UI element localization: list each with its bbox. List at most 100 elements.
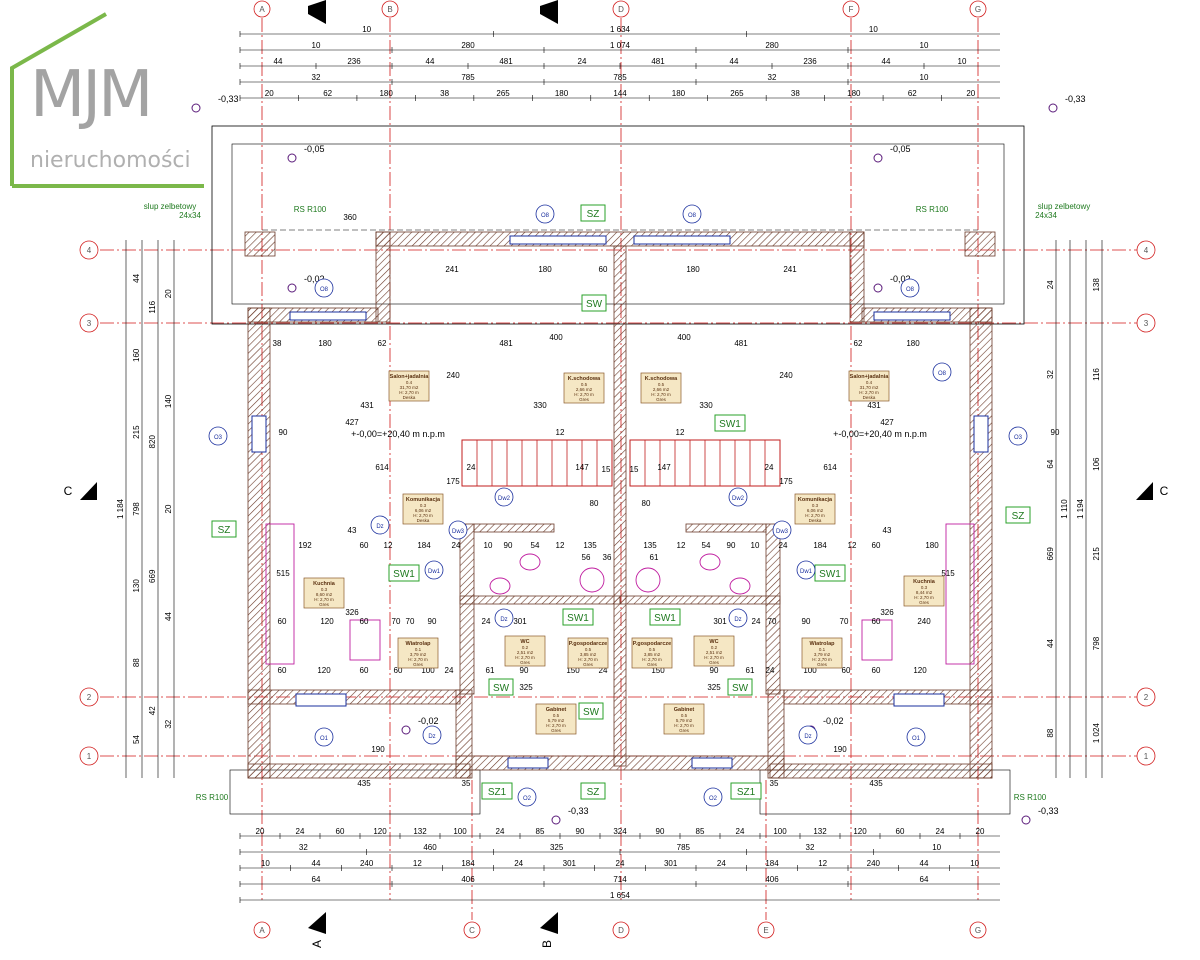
opening-marker	[424, 560, 444, 580]
room-floor: Gres	[656, 397, 667, 402]
room-area: 2,66 m2	[653, 387, 670, 392]
callout-label: SW1	[719, 419, 741, 430]
opening-marker	[906, 727, 926, 747]
dimension-value-inner: 12	[384, 541, 393, 550]
dimension-value-inner: 60	[872, 666, 881, 675]
dimension-value-inner: 326	[345, 608, 359, 617]
room-number: 0.3	[321, 587, 328, 592]
callout-box	[578, 702, 604, 720]
callout-box	[562, 608, 594, 626]
dimension-value: 184	[461, 859, 475, 868]
dimension-value-inner: 60	[394, 666, 403, 675]
opening-marker	[422, 725, 442, 745]
axis-label-left: 1	[87, 752, 92, 761]
dimension-value: 406	[461, 875, 475, 884]
dimension-value-inner: 180	[686, 265, 700, 274]
dimension-value: 44	[920, 859, 929, 868]
dimension-value-inner: 70	[392, 617, 401, 626]
room-number: 0.3	[420, 503, 427, 508]
dimension-value-inner: 60	[278, 617, 287, 626]
dimension-value: 265	[496, 89, 510, 98]
dimension-value: 140	[164, 394, 173, 408]
level-marker	[191, 103, 201, 113]
dimension-value-inner: 240	[917, 617, 931, 626]
dimension-value-inner: 330	[699, 401, 713, 410]
column-left	[244, 231, 276, 257]
dimension-value-inner: 35	[462, 779, 471, 788]
section-label-right: C	[1160, 484, 1169, 498]
section-arrow-left	[80, 482, 97, 500]
party-wall	[613, 245, 627, 767]
interior-wall-right	[765, 523, 781, 695]
dimension-value: 406	[765, 875, 779, 884]
dimension-value: 20	[265, 89, 274, 98]
room-name: Wiatrolap	[809, 641, 835, 647]
room-number: 0.5	[581, 382, 588, 387]
axis-bubble-bottom	[463, 921, 481, 939]
axis-label-top: A	[259, 5, 265, 14]
room-height: H: 2,70 m	[578, 657, 598, 662]
axis-bubble-right	[1136, 746, 1156, 766]
dimension-value: 785	[613, 73, 627, 82]
opening-code: Dw1	[428, 569, 441, 575]
dimension-value-inner: 360	[343, 213, 357, 222]
room-name: K.schodowa	[568, 376, 601, 382]
dimension-value-inner: 70	[406, 617, 415, 626]
dimension-value: 32	[299, 843, 308, 852]
toilet-right	[729, 577, 751, 595]
room-area: 31,70 m2	[860, 385, 879, 390]
room-label-box	[640, 372, 682, 404]
room-label-box	[563, 372, 605, 404]
opening-marker	[932, 362, 952, 382]
room-area: 2,51 m2	[517, 650, 534, 655]
window	[973, 415, 989, 453]
dimension-value-inner: 60	[599, 265, 608, 274]
room-area: 2,51 m2	[706, 650, 723, 655]
callout-box	[1005, 506, 1031, 524]
dimension-value: 88	[132, 658, 141, 667]
axis-label-left: 2	[87, 693, 92, 702]
dimension-value: 20	[256, 827, 265, 836]
dimension-value: 44	[132, 273, 141, 282]
room-area: 6,06 m2	[807, 508, 824, 513]
dimension-value-inner: 60	[872, 617, 881, 626]
axis-bubble-top	[381, 0, 399, 18]
axis-label-bottom: D	[618, 926, 624, 935]
dimension-value-inner: 60	[278, 666, 287, 675]
dimension-value: 20	[976, 827, 985, 836]
dimension-value: 85	[536, 827, 545, 836]
dimension-value: 64	[312, 875, 321, 884]
dimension-value: 20	[164, 289, 173, 298]
room-height: H: 2,70 m	[413, 513, 433, 518]
callout-box	[580, 204, 606, 222]
dimension-value: 180	[847, 89, 861, 98]
dimension-value: 184	[765, 859, 779, 868]
dimension-value-inner: 12	[676, 428, 685, 437]
room-name: P.gospodarcze	[633, 641, 671, 647]
dimension-value: 24	[578, 57, 587, 66]
room-number: 0.4	[406, 380, 413, 385]
interior-wall-left	[459, 523, 475, 695]
dimension-value: 820	[148, 435, 157, 449]
opening-marker	[798, 725, 818, 745]
dimension-value: 180	[379, 89, 393, 98]
room-floor: Deska	[809, 518, 822, 523]
room-label-box	[397, 637, 439, 669]
dimension-value-inner: 190	[833, 745, 847, 754]
axis-bubble-top	[842, 0, 860, 18]
dimension-value: 106	[1092, 457, 1101, 471]
room-height: H: 2,70 m	[408, 657, 428, 662]
dimension-value-inner: 325	[519, 683, 533, 692]
opening-code: O1	[912, 736, 921, 742]
callout-label: SW1	[567, 613, 589, 624]
callout-label: SW	[493, 683, 510, 694]
callout-label: SW	[586, 299, 603, 310]
dimension-value-inner: 240	[446, 371, 460, 380]
dimension-value: 90	[656, 827, 665, 836]
room-number: 0.3	[812, 503, 819, 508]
dimension-value-inner: 175	[446, 477, 460, 486]
